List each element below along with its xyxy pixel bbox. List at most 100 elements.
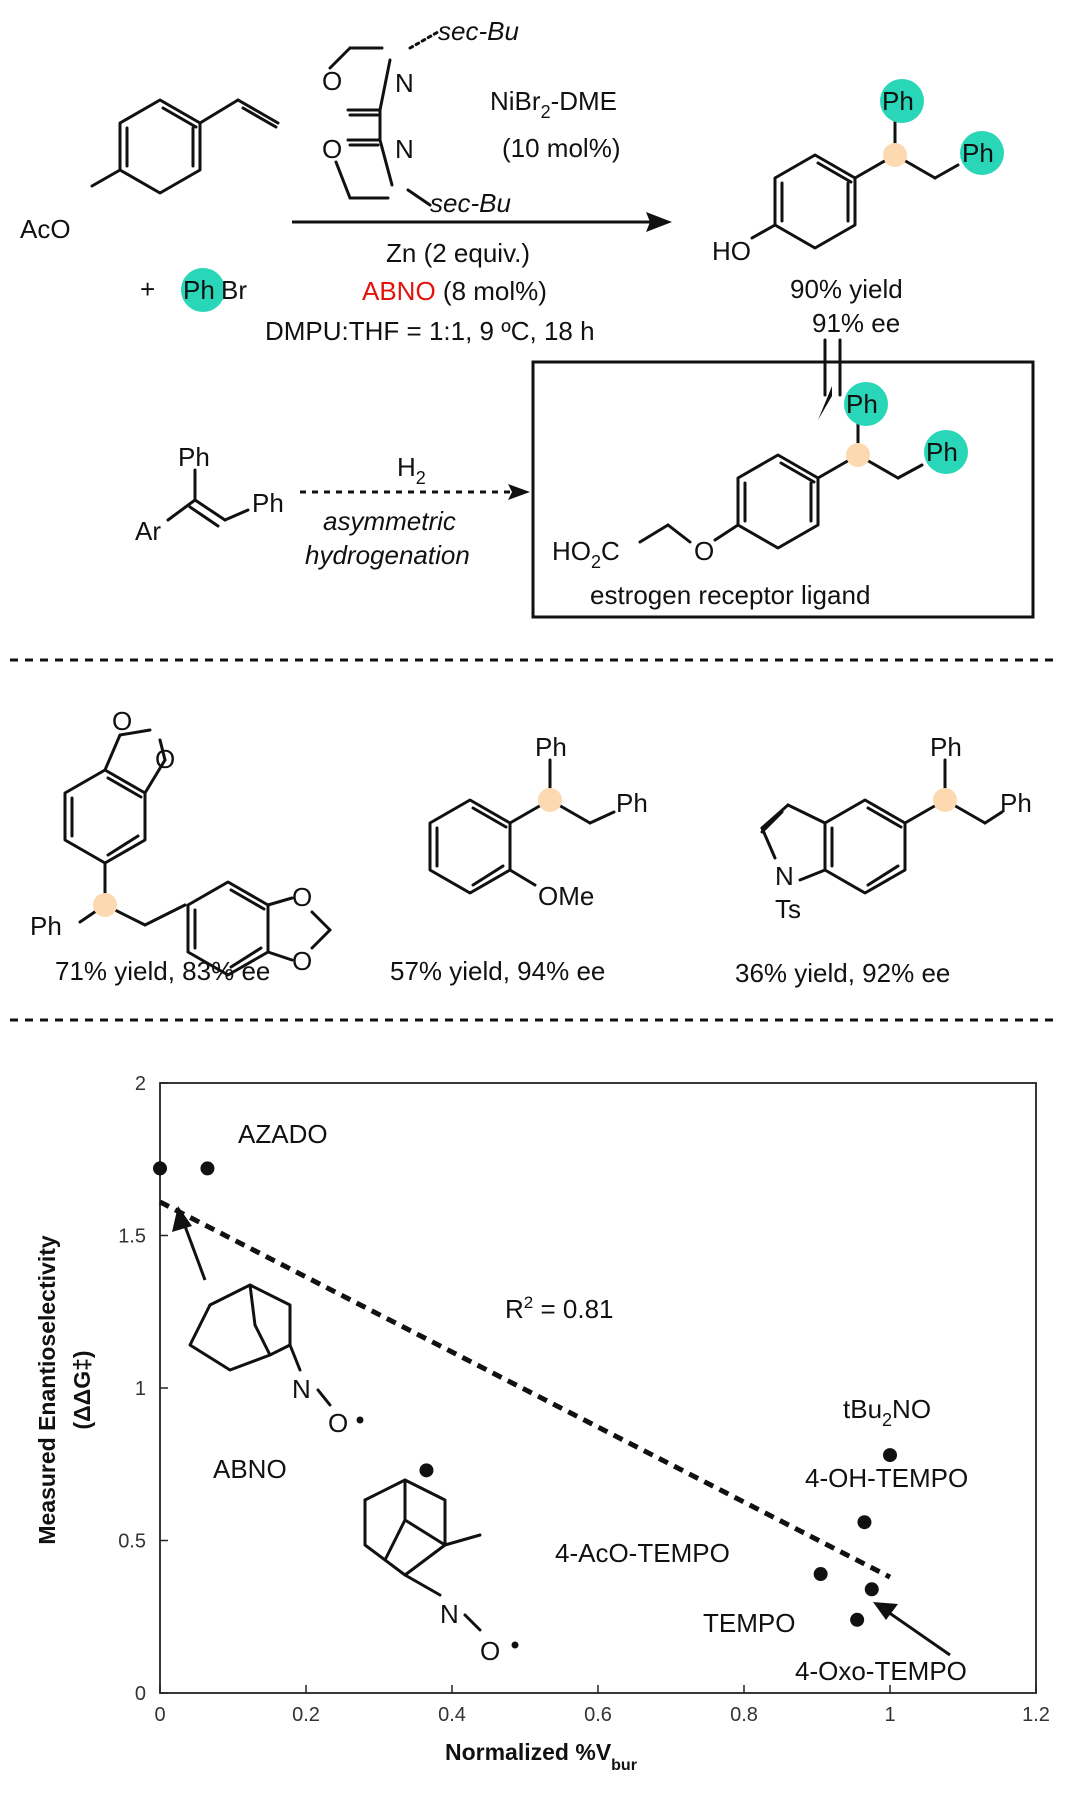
example-1-structure: O O O O Ph — [30, 706, 332, 977]
example-3-structure: Ph Ph N Ts — [760, 732, 1032, 924]
data-points — [153, 1161, 897, 1627]
catalyst-label: NiBr2-DME — [490, 86, 617, 122]
data-point — [200, 1161, 215, 1176]
x-tick-label: 0.8 — [730, 1704, 758, 1726]
y-axis-title-2: (ΔΔG‡) — [69, 1350, 95, 1429]
target-ph2-label: Ph — [926, 437, 958, 467]
data-point — [857, 1515, 872, 1530]
product-ph1-highlight — [880, 79, 924, 123]
x-tick-label: 0.4 — [438, 1704, 466, 1726]
y-ticks: 0 0.5 1 1.5 2 — [118, 1073, 168, 1705]
hydrogenation-arrowhead — [508, 484, 530, 500]
x-ticks: 0 0.2 0.4 0.6 0.8 1 1.2 — [154, 1685, 1050, 1726]
bioxazoline-ligand: O N O N sec-Bu sec-Bu — [322, 16, 519, 218]
ligand-o-top: O — [322, 66, 342, 96]
ligand-n-top: N — [395, 68, 414, 98]
product-ph2-highlight — [960, 131, 1004, 175]
product-stereocenter-highlight — [883, 143, 907, 167]
azado-structure: N O — [363, 1478, 519, 1666]
label-tbu2no: tBu2NO — [843, 1394, 931, 1430]
bromobenzene-br-label: Br — [221, 275, 247, 305]
alkene-ph1-label: Ph — [178, 442, 210, 472]
hydrogen-label: H2 — [397, 452, 426, 488]
abno-o-label: O — [328, 1408, 348, 1438]
example-1-o3: O — [292, 882, 312, 912]
example-2-ome: OMe — [538, 881, 594, 911]
label-4-oxo-tempo: 4-Oxo-TEMPO — [795, 1656, 967, 1686]
y-tick-label: 1.5 — [118, 1226, 146, 1248]
example-2-result: 57% yield, 94% ee — [390, 956, 605, 986]
x-tick-label: 0.6 — [584, 1704, 612, 1726]
acetoxy-group-label: AcO — [20, 214, 71, 244]
target-ph1-highlight — [844, 382, 888, 426]
example-3-stereocenter-highlight — [933, 788, 957, 812]
example-2-ph1: Ph — [535, 732, 567, 762]
x-axis-title: Normalized %Vbur — [445, 1739, 637, 1774]
example-3-result: 36% yield, 92% ee — [735, 958, 950, 988]
mediator-label: ABNO (8 mol%) — [362, 276, 547, 306]
target-o-label: O — [694, 536, 714, 566]
azado-o-label: O — [480, 1636, 500, 1666]
regression-line — [158, 1199, 892, 1580]
label-azado: AZADO — [238, 1119, 328, 1149]
reductant-label: Zn (2 equiv.) — [386, 238, 530, 268]
acetoxystyrene-structure: AcO — [20, 98, 280, 244]
label-4-oh-tempo: 4-OH-TEMPO — [805, 1463, 968, 1493]
target-ph1-label: Ph — [846, 389, 878, 419]
product-structure: Ph Ph HO — [712, 79, 1004, 266]
abno-structure: N O — [188, 1283, 364, 1438]
target-box: Ph Ph O HO2C estrogen receptor ligand — [531, 360, 1035, 619]
example-1-ph: Ph — [30, 911, 62, 941]
data-point — [850, 1612, 865, 1627]
x-tick-label: 1.2 — [1022, 1704, 1050, 1726]
example-2-stereocenter-highlight — [538, 788, 562, 812]
ligand-secbu-top: sec-Bu — [438, 16, 519, 46]
example-3-ph1: Ph — [930, 732, 962, 762]
alternative-route: Ph Ph Ar H2 asymmetric hydrogenation — [135, 442, 530, 570]
example-3-n: N — [775, 861, 794, 891]
azado-n-label: N — [440, 1599, 459, 1629]
scatter-chart: 0 0.2 0.4 0.6 0.8 1 1.2 0 0.5 1 1.5 2 Normalized %… — [34, 1073, 1050, 1774]
target-acid-label: HO2C — [552, 536, 620, 572]
product-yield: 90% yield — [790, 274, 903, 304]
x-tick-label: 0 — [154, 1704, 165, 1726]
bromobenzene-ph-label: Ph — [183, 275, 215, 305]
data-point — [864, 1582, 879, 1597]
y-tick-label: 0 — [135, 1683, 146, 1705]
hydrogenation-label: hydrogenation — [305, 540, 470, 570]
data-point — [813, 1567, 828, 1582]
transform-arrowhead — [818, 386, 832, 420]
phenyl-highlight — [181, 268, 225, 312]
oxo-tempo-arrowhead — [873, 1602, 898, 1620]
example-2-ph2: Ph — [616, 788, 648, 818]
target-caption: estrogen receptor ligand — [590, 580, 870, 610]
alkene-ph2-label: Ph — [252, 488, 284, 518]
y-axis-title: Measured Enantioselectivity — [34, 1235, 60, 1545]
data-point — [419, 1463, 434, 1478]
example-1-o1: O — [112, 706, 132, 736]
abno-arrow — [180, 1217, 207, 1281]
label-4-aco-tempo: 4-AcO-TEMPO — [555, 1538, 730, 1568]
y-tick-label: 1 — [135, 1378, 146, 1400]
product-ph2-label: Ph — [962, 138, 994, 168]
x-tick-label: 1 — [884, 1704, 895, 1726]
label-tempo: TEMPO — [703, 1608, 795, 1638]
solvent-label: DMPU:THF = 1:1, 9 ºC, 18 h — [265, 316, 595, 346]
product-ho-label: HO — [712, 236, 751, 266]
x-tick-label: 0.2 — [292, 1704, 320, 1726]
example-1-o4: O — [292, 946, 312, 976]
target-stereocenter-highlight — [846, 443, 870, 467]
y-tick-label: 0.5 — [118, 1531, 146, 1553]
y-tick-label: 2 — [135, 1073, 146, 1095]
example-1-o2: O — [155, 744, 175, 774]
example-1-stereocenter-highlight — [93, 893, 117, 917]
ligand-n-bottom: N — [395, 134, 414, 164]
abno-n-label: N — [292, 1374, 311, 1404]
reaction-arrowhead — [646, 212, 672, 232]
target-ph2-highlight — [924, 430, 968, 474]
abno-arrowhead — [172, 1206, 192, 1232]
example-3-ph2: Ph — [1000, 788, 1032, 818]
examples-row: O O O O Ph 71% yield, 83% ee Ph Ph OMe 5… — [30, 706, 1032, 988]
label-abno: ABNO — [213, 1454, 287, 1484]
